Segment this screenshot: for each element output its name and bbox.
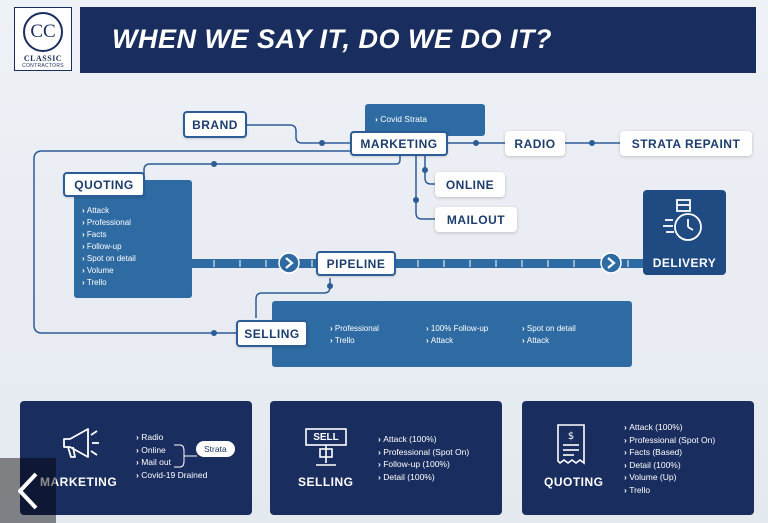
node-radio: RADIO <box>505 131 565 156</box>
sell-sign-icon <box>305 428 347 466</box>
node-mailout: MAILOUT <box>435 207 517 232</box>
card-quoting-item: Trello <box>624 484 715 497</box>
connector-marketing-online <box>424 155 437 185</box>
node-selling: SELLING <box>236 320 308 347</box>
header-banner: WHEN WE SAY IT, DO WE DO IT? <box>80 7 756 73</box>
selling-item: 100% Follow-up <box>426 323 488 335</box>
card-quoting: $ QUOTING Attack (100%)Professional (Spo… <box>522 401 754 515</box>
card-quoting-item: Attack (100%) <box>624 421 715 434</box>
selling-item: Spot on detail <box>522 323 576 335</box>
quoting-item: Volume <box>82 265 136 277</box>
connector-dot <box>473 140 479 146</box>
card-selling-list: Attack (100%)Professional (Spot On)Follo… <box>378 433 469 483</box>
receipt-icon: $ <box>557 424 585 465</box>
node-pipeline: PIPELINE <box>316 251 396 276</box>
card-selling: SELL SELLING Attack (100%)Professional (… <box>270 401 502 515</box>
selling-panel: ProfessionalTrello100% Follow-upAttackSp… <box>272 301 632 367</box>
selling-item: Attack <box>522 335 576 347</box>
arrow-right-icon <box>278 252 300 274</box>
card-quoting-list: Attack (100%)Professional (Spot On)Facts… <box>624 421 715 496</box>
card-quoting-item: Facts (Based) <box>624 446 715 459</box>
quoting-item: Attack <box>82 205 136 217</box>
connector-pipeline-selling <box>255 278 331 318</box>
quoting-list: AttackProfessionalFactsFollow-upSpot on … <box>82 205 136 289</box>
selling-column: 100% Follow-upAttack <box>426 323 488 347</box>
connector-dot <box>211 330 217 336</box>
covid-strata-box: Covid Strata <box>365 104 485 136</box>
connector-dot <box>422 167 428 173</box>
delivery-label: DELIVERY <box>652 256 717 270</box>
card-quoting-title: QUOTING <box>544 475 604 489</box>
node-online: ONLINE <box>435 172 505 197</box>
card-marketing-item: Radio <box>136 431 207 444</box>
quoting-item: Professional <box>82 217 136 229</box>
card-quoting-item: Professional (Spot On) <box>624 434 715 447</box>
node-delivery: DELIVERY <box>643 190 726 275</box>
node-strata-repaint: STRATA REPAINT <box>620 131 752 156</box>
selling-item: Professional <box>330 323 379 335</box>
pipeline-bar <box>192 259 650 268</box>
logo-text: CLASSIC <box>23 54 63 63</box>
connector-dot <box>211 161 217 167</box>
node-marketing: MARKETING <box>350 131 448 156</box>
connector-loop-selling <box>33 150 360 334</box>
card-marketing: MARKETING RadioOnlineMail outCovid-19 Dr… <box>20 401 252 515</box>
quoting-item: Spot on detail <box>82 253 136 265</box>
delivery-stopwatch-icon <box>663 199 702 241</box>
svg-text:$: $ <box>568 431 574 442</box>
connector-dot <box>413 197 419 203</box>
arrow-right-icon <box>600 252 622 274</box>
selling-item: Trello <box>330 335 379 347</box>
card-selling-item: Professional (Spot On) <box>378 446 469 459</box>
selling-column: ProfessionalTrello <box>330 323 379 347</box>
card-marketing-item: Mail out <box>136 456 207 469</box>
quoting-panel: AttackProfessionalFactsFollow-upSpot on … <box>74 180 192 298</box>
card-marketing-item: Covid-19 Drained <box>136 469 207 482</box>
megaphone-icon <box>63 428 99 458</box>
card-marketing-item: Online <box>136 444 207 457</box>
card-marketing-title: MARKETING <box>40 475 118 489</box>
connector-marketing-quoting <box>143 155 401 174</box>
sell-sign-text: SELL <box>313 432 339 443</box>
bracket-connector <box>174 444 197 468</box>
card-quoting-item: Detail (100%) <box>624 459 715 472</box>
quoting-item: Facts <box>82 229 136 241</box>
covid-strata-label: Covid Strata <box>375 113 427 125</box>
connector-dot <box>319 140 325 146</box>
logo-subtext: CONTRACTORS <box>22 63 64 69</box>
connector-dot <box>327 283 333 289</box>
logo: CC CLASSIC CONTRACTORS <box>14 7 72 71</box>
card-selling-title: SELLING <box>298 475 354 489</box>
card-selling-item: Follow-up (100%) <box>378 458 469 471</box>
chevron-left-icon <box>18 472 38 510</box>
node-quoting: QUOTING <box>63 172 145 197</box>
card-marketing-list: RadioOnlineMail outCovid-19 Drained <box>136 431 207 481</box>
selling-column: Spot on detailAttack <box>522 323 576 347</box>
quoting-item: Trello <box>82 277 136 289</box>
selling-item: Attack <box>426 335 488 347</box>
card-quoting-item: Volume (Up) <box>624 471 715 484</box>
card-selling-item: Detail (100%) <box>378 471 469 484</box>
connector-marketing-mailout <box>415 155 437 220</box>
card-selling-item: Attack (100%) <box>378 433 469 446</box>
strata-badge: Strata <box>196 441 235 457</box>
node-brand: BRAND <box>183 111 247 138</box>
quoting-item: Follow-up <box>82 241 136 253</box>
connector-brand-marketing <box>245 124 352 144</box>
logo-monogram: CC <box>23 12 63 52</box>
page-title: WHEN WE SAY IT, DO WE DO IT? <box>112 24 552 54</box>
previous-slide-button[interactable] <box>0 458 56 523</box>
connector-dot <box>589 140 595 146</box>
